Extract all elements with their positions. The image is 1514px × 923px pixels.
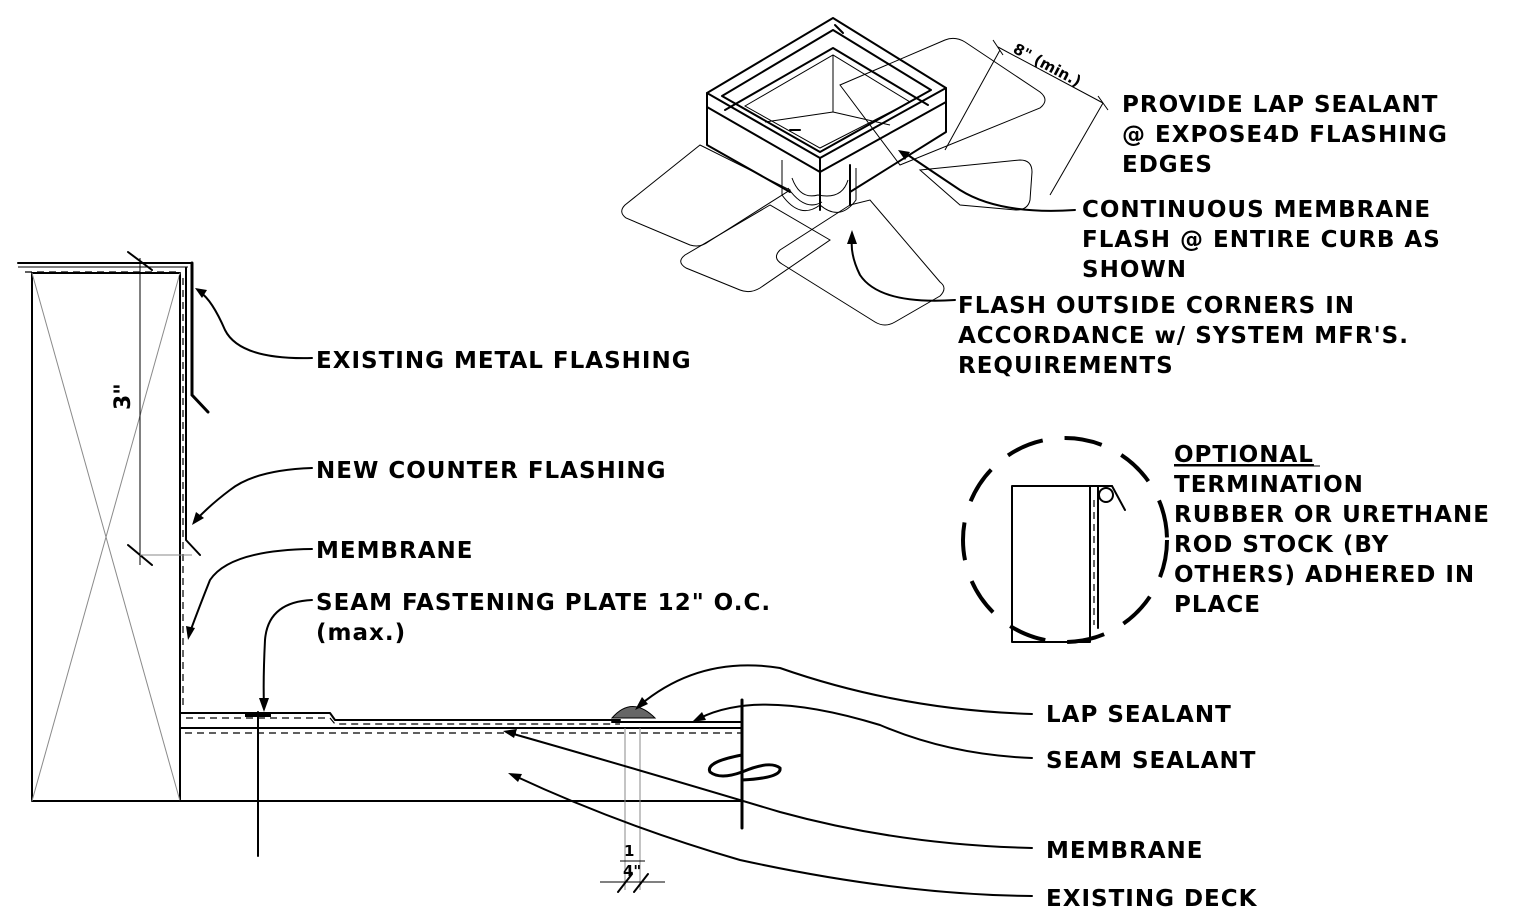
membrane-lower-label: MEMBRANE xyxy=(1046,838,1204,864)
existing-deck-label: EXISTING DECK xyxy=(1046,886,1258,912)
dim-8in-label: 8" (min.) xyxy=(1010,40,1084,91)
corners-note-line1: FLASH OUTSIDE CORNERS IN xyxy=(958,293,1355,319)
optional-line2: RUBBER OR URETHANE xyxy=(1174,502,1490,528)
optional-line1: TERMINATION xyxy=(1174,472,1364,498)
flash-sheet-left xyxy=(621,144,792,247)
existing-metal-flashing-label: EXISTING METAL FLASHING xyxy=(316,348,692,374)
lap-sealant-label: LAP SEALANT xyxy=(1046,702,1232,728)
flash-sheet-right xyxy=(839,37,1046,166)
curb-top-outer xyxy=(706,17,947,159)
optional-line3: ROD STOCK (BY xyxy=(1174,532,1389,558)
membrane-flash-note-line3: SHOWN xyxy=(1082,257,1187,283)
optional-line5: PLACE xyxy=(1174,592,1261,618)
new-counter-flashing-label: NEW COUNTER FLASHING xyxy=(316,458,666,484)
seam-plate-label-line1: SEAM FASTENING PLATE 12" O.C. xyxy=(316,590,771,616)
seam-plate-label-line2: (max.) xyxy=(316,620,406,646)
membrane-flash-note-line2: FLASH @ ENTIRE CURB AS xyxy=(1082,227,1441,253)
corners-note-line3: REQUIREMENTS xyxy=(958,353,1174,379)
seam-sealant-label: SEAM SEALANT xyxy=(1046,748,1256,774)
flash-sheet-bottom-left xyxy=(680,204,831,293)
flash-sheet-far-right xyxy=(918,159,1033,211)
dim-quarter-num: 1 xyxy=(624,842,634,860)
optional-heading: OPTIONAL xyxy=(1174,442,1314,468)
wall-section: 3" 1 4" xyxy=(17,251,782,893)
flash-sheet-bottom-right xyxy=(776,199,945,326)
lap-sealant-note-line3: EDGES xyxy=(1122,152,1213,178)
dim-3in-label: 3" xyxy=(111,383,136,410)
dim-quarter-den: 4" xyxy=(623,862,641,880)
lap-sealant-note-line2: @ EXPOSE4D FLASHING xyxy=(1122,122,1448,148)
membrane-upper-label: MEMBRANE xyxy=(316,538,474,564)
lap-sealant-note-line1: PROVIDE LAP SEALANT xyxy=(1122,92,1438,118)
curb-top-inner xyxy=(721,29,932,153)
membrane-flash-note-line1: CONTINUOUS MEMBRANE xyxy=(1082,197,1431,223)
isometric-curb: 8" (min.) xyxy=(621,17,1109,326)
optional-termination-detail xyxy=(961,436,1169,644)
optional-line4: OTHERS) ADHERED IN xyxy=(1174,562,1475,588)
corners-note-line2: ACCORDANCE w/ SYSTEM MFR'S. xyxy=(958,323,1409,349)
